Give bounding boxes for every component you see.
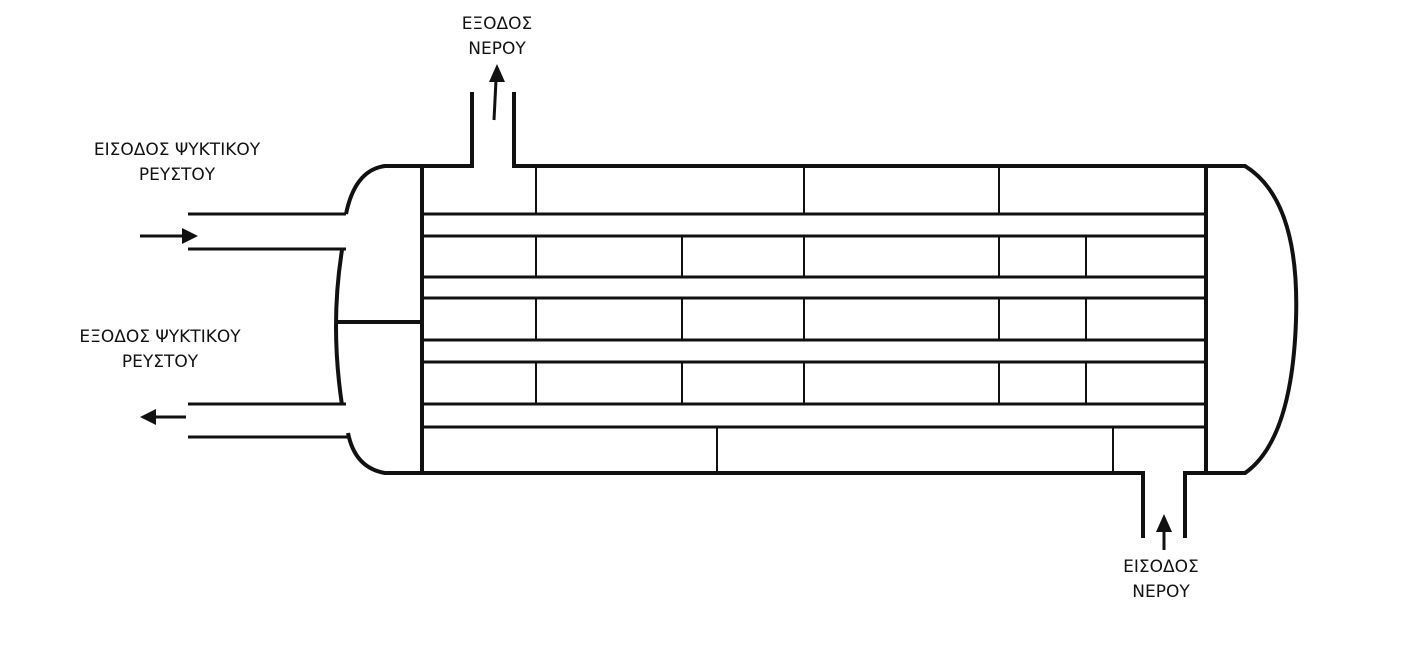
shell-top-left [422, 92, 474, 168]
tube-row-4 [422, 360, 1206, 406]
coolant-outlet-label-line2: ΡΕΥΣΤΟΥ [121, 352, 199, 372]
water-outlet-label: ΕΞΟΔΟΣ ΝΕΡΟΥ [442, 12, 552, 62]
water-inlet-arrow [1156, 514, 1172, 550]
tube-row-2 [422, 234, 1206, 279]
water-outlet-label-line1: ΕΞΟΔΟΣ [461, 14, 533, 34]
left-head-wall [334, 249, 344, 406]
coolant-outlet-arrow [140, 409, 186, 425]
coolant-outlet-nozzle [188, 402, 348, 439]
tube-row-5 [422, 425, 1206, 473]
right-head [1206, 164, 1299, 475]
coolant-inlet-label-line2: ΡΕΥΣΤΟΥ [138, 165, 216, 185]
shell [422, 92, 1206, 538]
coolant-inlet-label: ΕΙΣΟΔΟΣ ΨΥΚΤΙΚΟΥ ΡΕΥΣΤΟΥ [72, 138, 282, 188]
coolant-outlet-label-line1: ΕΞΟΔΟΣ ΨΥΚΤΙΚΟΥ [79, 327, 241, 347]
coolant-outlet-label: ΕΞΟΔΟΣ ΨΥΚΤΙΚΟΥ ΡΕΥΣΤΟΥ [55, 325, 265, 375]
shell-bottom-left [422, 471, 1145, 538]
left-head-bottom-curve [346, 432, 422, 475]
coolant-inlet-nozzle [188, 212, 346, 251]
water-outlet-arrow [489, 64, 505, 121]
left-head [334, 164, 422, 475]
water-inlet-label-line2: ΝΕΡΟΥ [1132, 582, 1190, 602]
water-outlet-label-line2: ΝΕΡΟΥ [468, 39, 526, 59]
left-head-top-curve [344, 164, 422, 215]
coolant-inlet-label-line1: ΕΙΣΟΔΟΣ ΨΥΚΤΙΚΟΥ [93, 140, 261, 160]
tube-row-1 [422, 166, 1206, 216]
shell-bottom-right [1183, 471, 1206, 538]
tube-row-3 [422, 296, 1206, 342]
shell-top-right [512, 92, 1206, 168]
tube-bank [422, 166, 1206, 473]
water-inlet-label-line1: ΕΙΣΟΔΟΣ [1123, 557, 1199, 577]
coolant-inlet-arrow [140, 228, 198, 244]
water-inlet-label: ΕΙΣΟΔΟΣ ΝΕΡΟΥ [1106, 555, 1216, 605]
